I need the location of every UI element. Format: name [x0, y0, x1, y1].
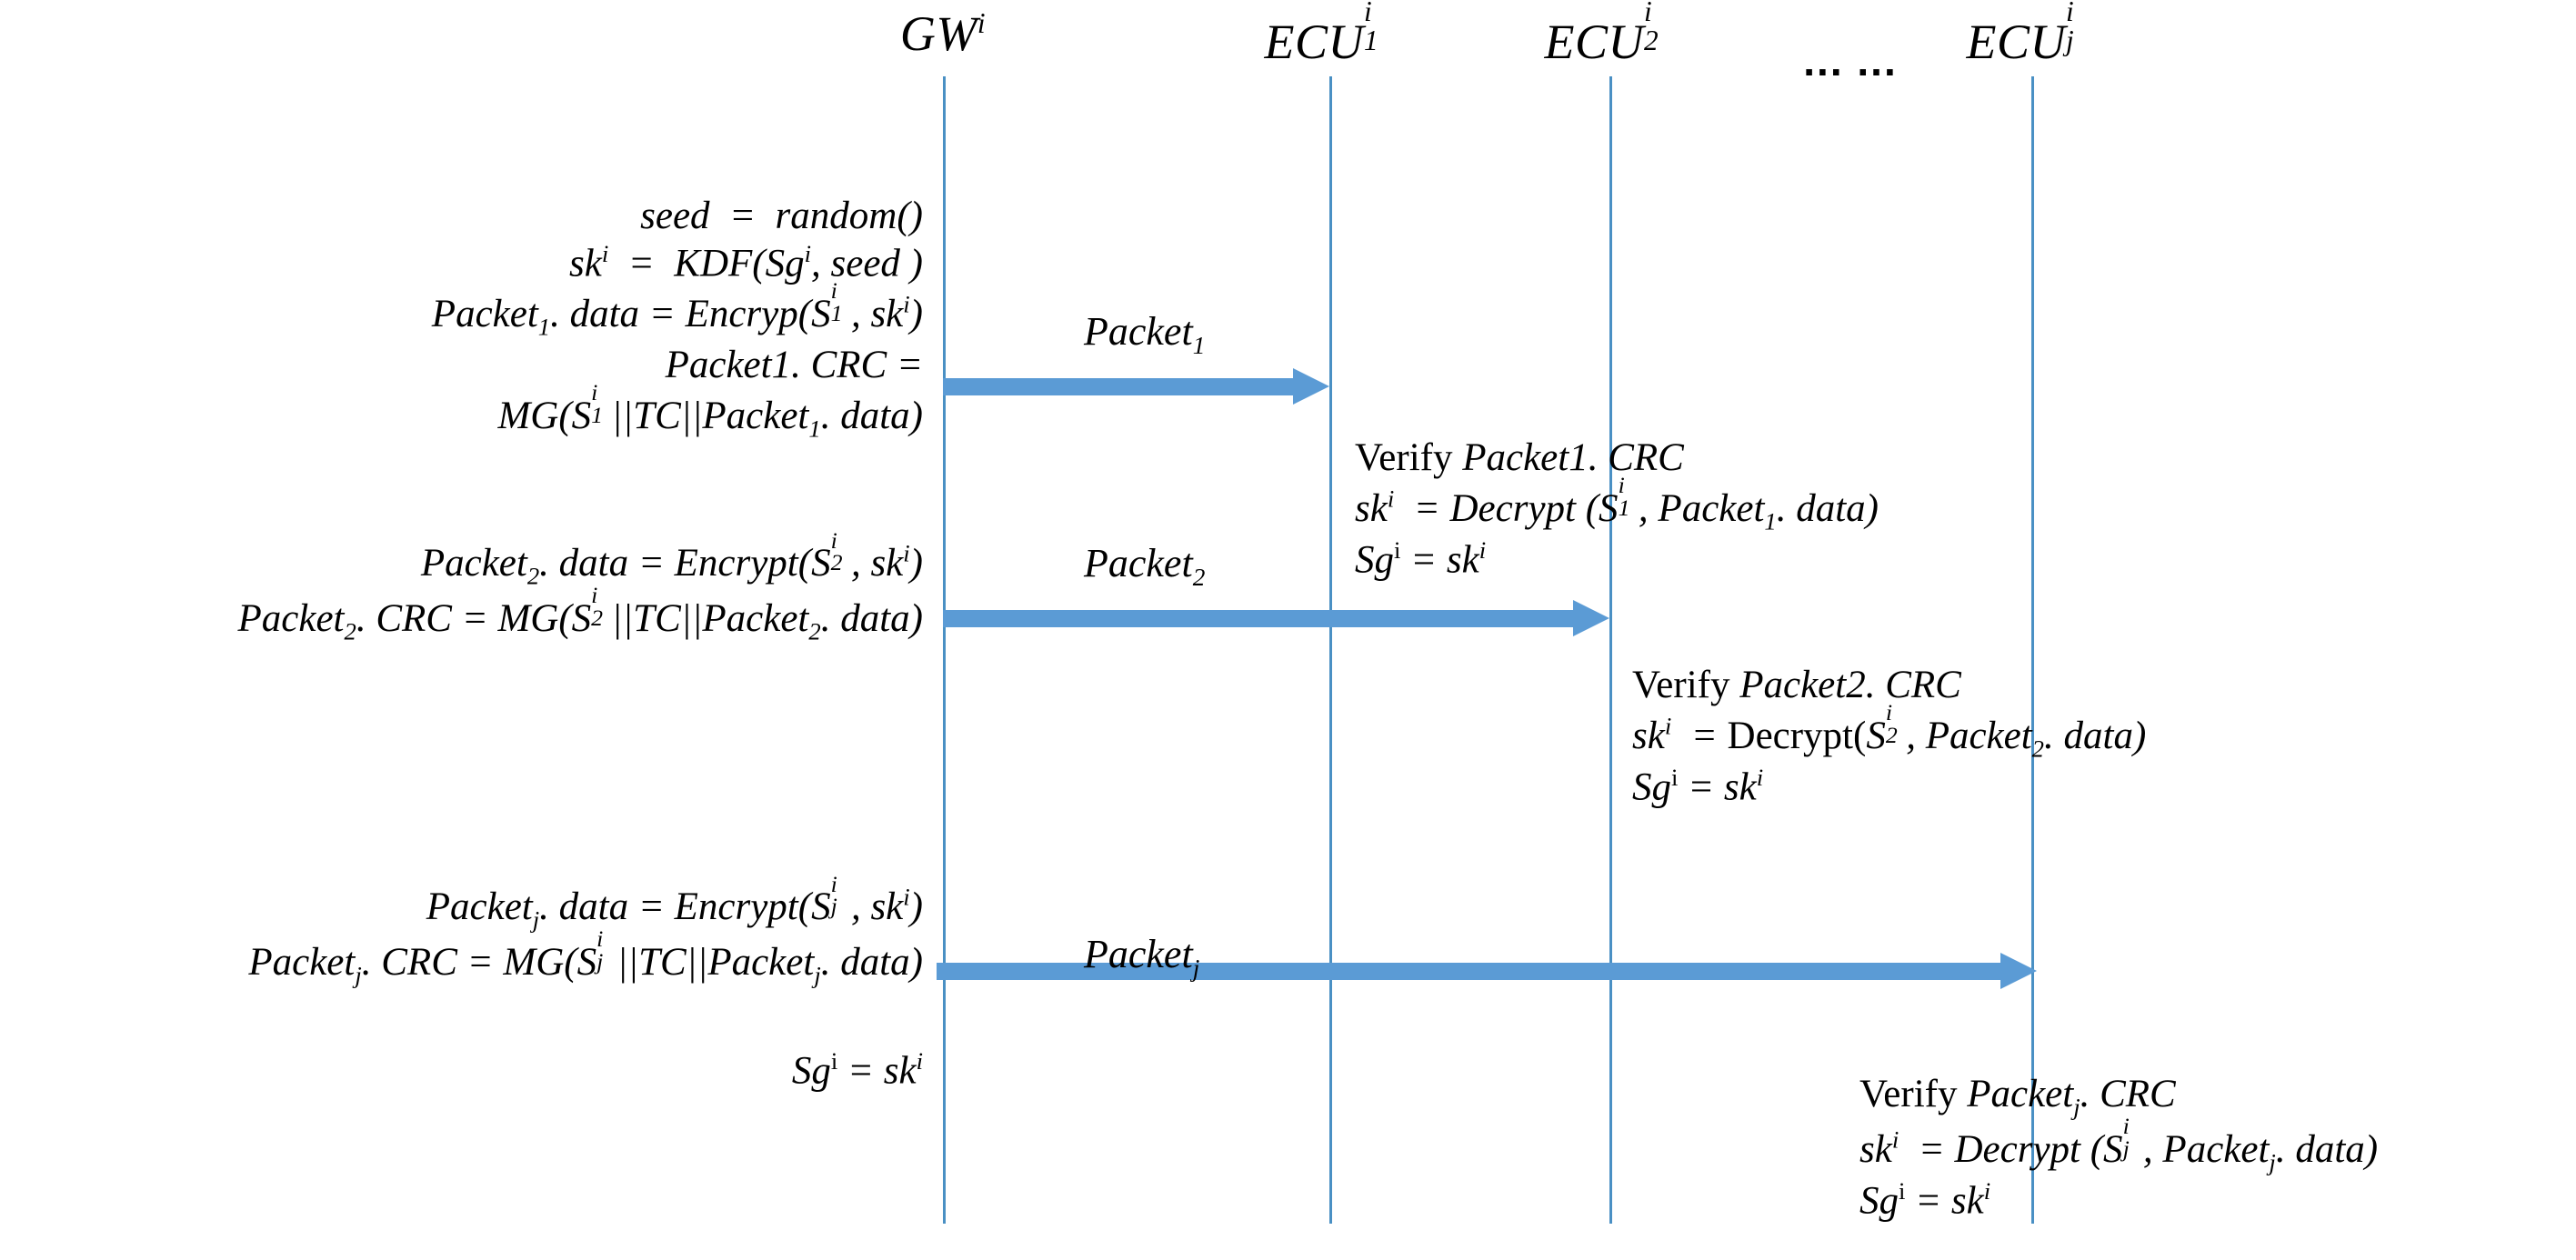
gw-formula-line: ski = KDF(Sgi, seed ) — [569, 239, 923, 285]
ecu1-verify-line: Sgi = ski — [1355, 536, 1487, 582]
arrow-head — [2000, 953, 2037, 989]
participant-ecuj-name: ECU — [1966, 15, 2067, 69]
message-label-packet-2: Packet2 — [1084, 541, 1206, 591]
arrow-head — [1573, 600, 1609, 636]
arrow-shaft — [943, 610, 1573, 627]
ecu2-verify-line: Sgi = ski — [1632, 764, 1764, 809]
lifeline-ecu-2 — [1609, 76, 1612, 1224]
gw-formula-line: Packet1. CRC = — [665, 344, 923, 387]
participant-header-gw: GWi — [900, 9, 986, 58]
arrow-shaft — [937, 963, 2000, 980]
message-arrow-packet-1 — [943, 368, 1329, 405]
message-label-packet-1: Packet1 — [1084, 309, 1206, 359]
message-arrow-packet-j — [937, 953, 2037, 989]
lifeline-ecu-1 — [1329, 76, 1332, 1224]
gw-formula-block-1: seed = random() ski = KDF(Sgi, seed ) Pa… — [164, 193, 923, 444]
arrow-shaft — [943, 378, 1293, 395]
ecu2-verify-line: Verify Packet2. CRC — [1632, 664, 1961, 706]
ecu1-verify-line: Verify Packet1. CRC — [1355, 436, 1684, 479]
ecuj-verify-line: Verify Packetj. CRC — [1859, 1073, 2176, 1121]
message-label-packet-j: Packetj — [1084, 932, 1200, 982]
gw-formula-line: seed = random() — [640, 195, 923, 237]
lifeline-ecu-j — [2031, 76, 2034, 1224]
participant-ecu1-name: ECU — [1264, 15, 1365, 69]
gw-formula-line: Sgi = ski — [791, 1047, 923, 1093]
arrow-head — [1293, 368, 1329, 405]
participant-ecu2-name: ECU — [1544, 15, 1645, 69]
participant-gw-name: GW — [899, 6, 977, 61]
gw-formula-block-4: Sgi = ski — [0, 1047, 923, 1095]
participants-ellipsis: ... ... — [1803, 37, 1898, 85]
message-arrow-packet-2 — [943, 600, 1609, 636]
participant-gw-superscript: i — [977, 7, 987, 39]
lifeline-gw — [943, 76, 946, 1224]
ecuj-verify-line: Sgi = ski — [1859, 1177, 1991, 1223]
